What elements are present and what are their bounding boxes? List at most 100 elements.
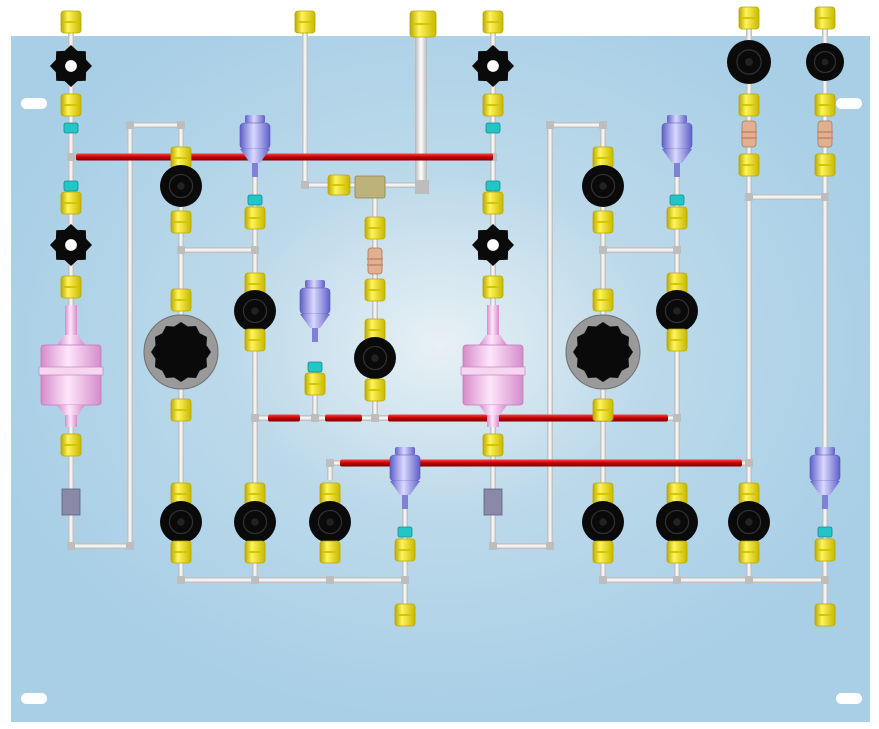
elbow-joint xyxy=(126,121,134,129)
fitting-nut-icon xyxy=(482,93,504,117)
filter-housing-icon xyxy=(460,305,526,427)
fitting-nut-icon xyxy=(294,10,316,34)
fitting-nut-icon xyxy=(814,538,836,562)
elbow-joint xyxy=(251,246,259,254)
tube-segment xyxy=(674,160,680,580)
fitting-nut-icon xyxy=(364,278,386,302)
fitting-nut-icon xyxy=(170,288,192,312)
tube-segment xyxy=(327,460,333,480)
spacer-ring xyxy=(397,526,413,538)
fitting-nut-icon xyxy=(60,93,82,117)
tee-block-icon xyxy=(354,175,386,199)
fitting-nut-icon xyxy=(814,6,836,30)
spacer-ring xyxy=(63,180,79,192)
fitting-nut-icon xyxy=(364,216,386,240)
elbow-joint xyxy=(301,181,309,189)
round-valve-icon xyxy=(728,501,770,543)
hex-knob-icon xyxy=(50,224,92,266)
hex-knob-icon xyxy=(472,224,514,266)
tube-segment xyxy=(603,247,677,253)
fitting-nut-icon xyxy=(244,328,266,352)
elbow-joint xyxy=(546,121,554,129)
fitting-nut-icon xyxy=(170,540,192,564)
elbow-joint xyxy=(251,576,259,584)
elbow-joint xyxy=(401,576,409,584)
mounting-slot xyxy=(836,693,862,704)
orifice-icon xyxy=(817,120,833,148)
elbow-joint xyxy=(415,180,429,194)
round-valve-icon xyxy=(656,290,698,332)
elbow-joint xyxy=(673,414,681,422)
spacer-ring xyxy=(307,361,323,373)
tube-segment xyxy=(252,160,258,580)
fitting-nut-icon xyxy=(170,210,192,234)
round-valve-icon xyxy=(582,165,624,207)
mounting-slot xyxy=(21,98,47,109)
tube-segment xyxy=(71,543,130,549)
pressure-regulator-icon xyxy=(809,447,841,509)
fitting-nut-icon xyxy=(738,153,760,177)
elbow-joint xyxy=(311,414,319,422)
fitting-nut-icon xyxy=(814,153,836,177)
elbow-joint xyxy=(326,576,334,584)
elbow-joint xyxy=(371,414,379,422)
round-valve-icon xyxy=(234,501,276,543)
elbow-joint xyxy=(821,193,829,201)
fitting-nut-icon xyxy=(60,433,82,457)
tube-segment xyxy=(749,194,825,200)
tube-segment xyxy=(372,185,378,418)
fitting-nut-icon xyxy=(170,398,192,422)
spacer-ring xyxy=(669,194,685,206)
elbow-joint xyxy=(546,542,554,550)
fitting-nut-icon xyxy=(327,174,351,196)
fitting-nut-icon xyxy=(60,10,82,34)
elbow-joint xyxy=(177,246,185,254)
manifold-line xyxy=(388,414,668,422)
tee-block-icon xyxy=(483,488,503,516)
tube-segment xyxy=(550,122,603,128)
gas-panel-plate xyxy=(11,36,870,722)
fitting-nut-icon xyxy=(482,10,504,34)
fitting-nut-icon xyxy=(319,540,341,564)
filter-housing-icon xyxy=(38,305,104,427)
round-valve-icon xyxy=(160,165,202,207)
fitting-nut-icon xyxy=(666,482,688,506)
elbow-joint xyxy=(251,414,259,422)
manifold-line xyxy=(325,414,362,422)
round-valve-icon xyxy=(160,501,202,543)
pressure-regulator-icon xyxy=(239,115,271,177)
fitting-nut-icon xyxy=(394,603,416,627)
hex-knob-icon xyxy=(50,45,92,87)
manifold-line xyxy=(268,414,300,422)
large-valve-icon xyxy=(565,314,641,390)
components-layer xyxy=(38,6,844,627)
round-valve-icon xyxy=(234,290,276,332)
hex-knob-icon xyxy=(472,45,514,87)
tube-segment xyxy=(493,543,550,549)
mounting-slot xyxy=(836,98,862,109)
elbow-joint xyxy=(177,576,185,584)
tube-segment xyxy=(127,125,133,546)
elbow-joint xyxy=(67,153,75,161)
elbow-joint xyxy=(599,121,607,129)
fitting-nut-icon xyxy=(482,191,504,215)
spacer-ring xyxy=(485,180,501,192)
fitting-nut-icon xyxy=(592,210,614,234)
pressure-regulator-icon xyxy=(661,115,693,177)
tee-block-icon xyxy=(61,488,81,516)
tube-segment xyxy=(181,577,405,583)
orifice-icon xyxy=(367,247,383,275)
round-valve-icon xyxy=(354,337,396,379)
mounting-slots xyxy=(21,98,862,704)
fitting-nut-icon xyxy=(170,146,192,170)
fitting-nut-icon xyxy=(364,378,386,402)
round-valve-icon xyxy=(656,501,698,543)
fitting-nut-icon xyxy=(244,206,266,230)
fitting-nut-icon xyxy=(592,398,614,422)
elbow-joint xyxy=(745,459,753,467)
elbow-joint xyxy=(673,246,681,254)
fitting-nut-icon xyxy=(592,540,614,564)
fitting-nut-icon xyxy=(409,10,437,38)
elbow-joint xyxy=(745,193,753,201)
fitting-nut-icon xyxy=(738,6,760,30)
